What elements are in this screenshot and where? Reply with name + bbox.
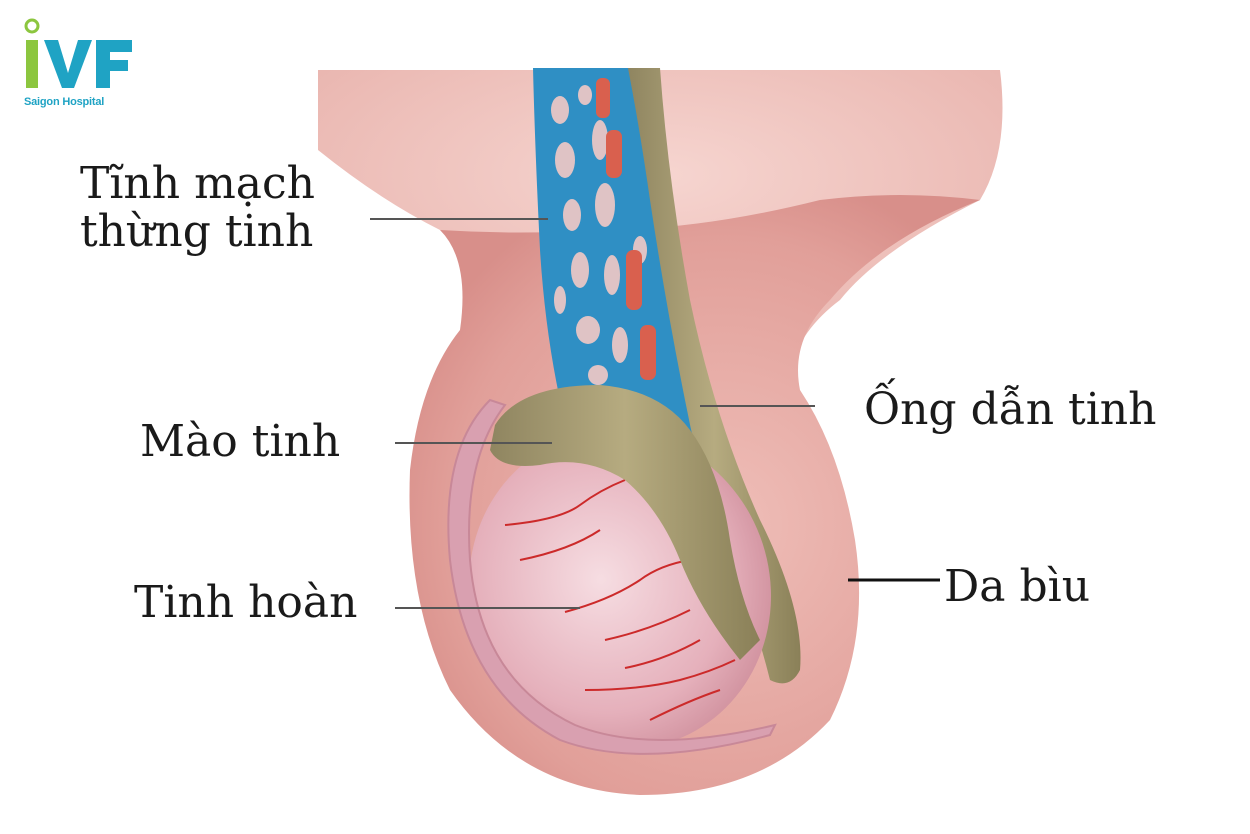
label-spermatic-cord-veins-line1: Tĩnh mạch xyxy=(80,158,316,209)
artery-segments xyxy=(596,78,656,380)
label-spermatic-cord-veins-line2: thừng tinh xyxy=(80,206,314,258)
epididymis-body xyxy=(490,385,760,660)
vas-deferens-tube xyxy=(628,68,801,684)
testis-vessels xyxy=(504,479,736,721)
label-testis: Tinh hoàn xyxy=(134,577,358,628)
label-epididymis: Mào tinh xyxy=(140,416,341,467)
label-vas-deferens: Ống dẫn tinh xyxy=(864,384,1157,435)
label-scrotum: Da bìu xyxy=(944,561,1091,612)
logo-subtitle: Saigon Hospital xyxy=(24,96,105,108)
tunica-rim xyxy=(447,398,777,755)
plexus-gaps xyxy=(551,85,647,385)
logo-letter-i xyxy=(26,40,38,88)
logo-dot-icon xyxy=(24,18,40,34)
logo-letter-v xyxy=(44,40,92,88)
leader-lines xyxy=(370,218,940,609)
logo-letter-f xyxy=(96,40,132,88)
ivf-logo xyxy=(24,18,132,88)
label-spermatic-cord-veins: Tĩnh mạch thừng tinh xyxy=(80,158,316,258)
